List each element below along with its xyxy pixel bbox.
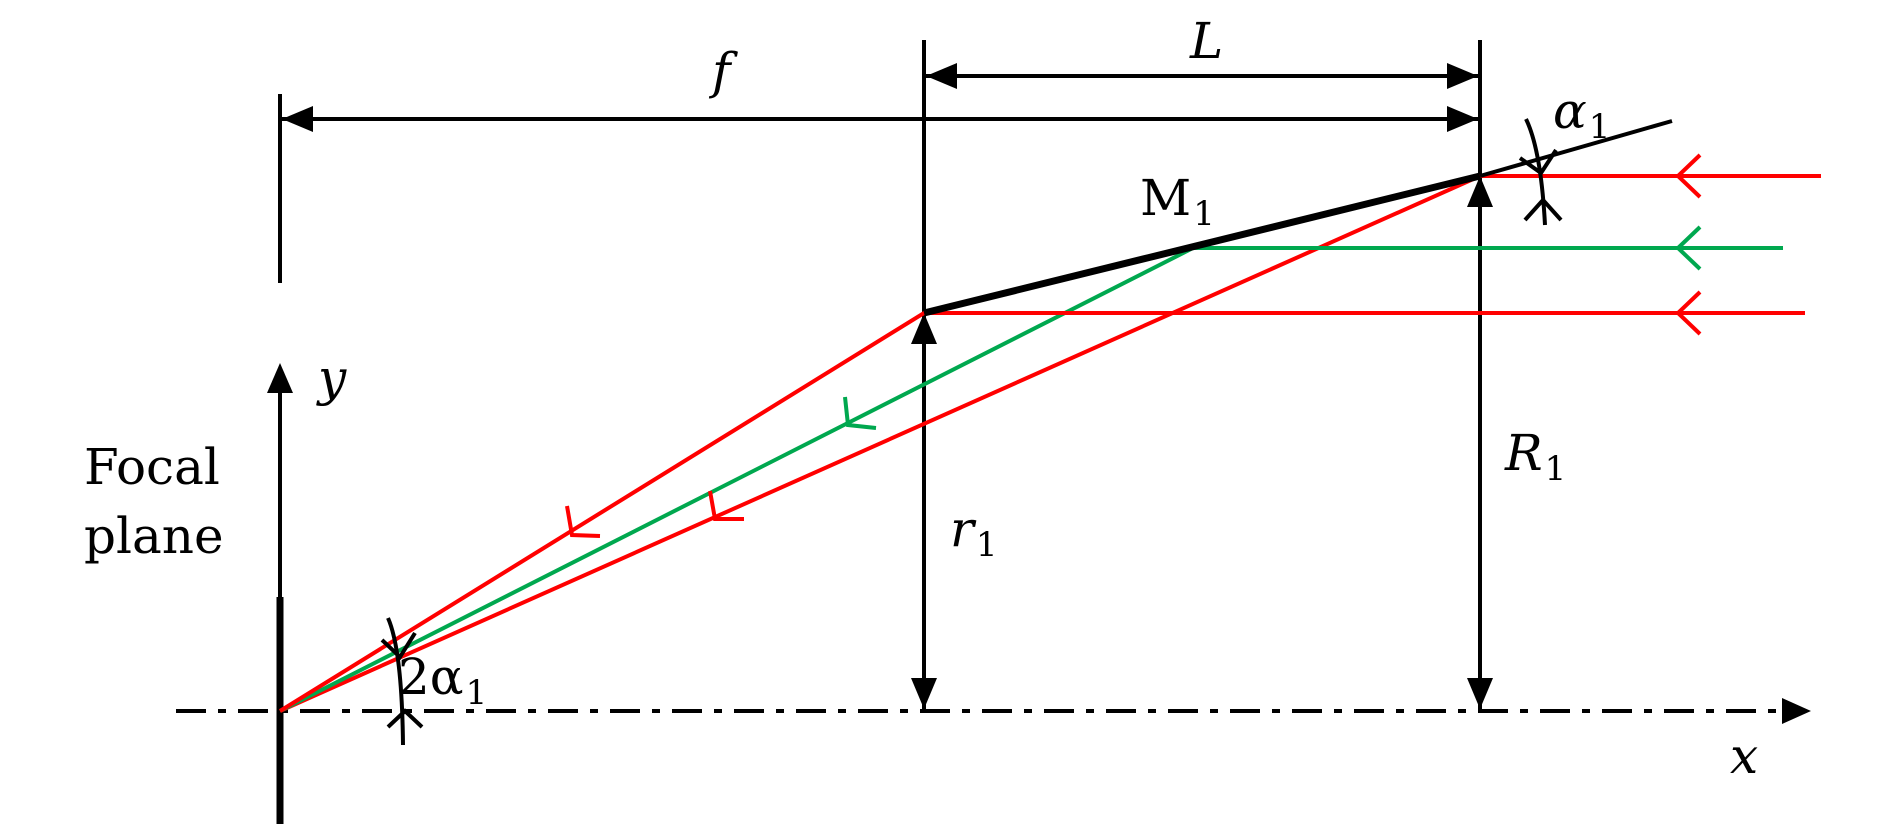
L-arrowhead-right [1447,63,1478,89]
angle-arrow-icon [1518,148,1558,176]
upper-edge-ray [279,174,1821,713]
R-subscript: 1 [1545,449,1567,489]
two-alpha-symbol: 2α [398,648,464,706]
ray-arrow-icon [843,396,877,430]
x-axis-arrowhead [1782,698,1811,724]
two-alpha-angle-arc [386,617,405,746]
alpha1-label: α1 [1553,82,1610,147]
ray-arrow-icon [565,505,601,538]
mirror-label: M1 [1140,169,1215,234]
L-arrowhead-left [926,63,957,89]
alpha-angle-arc [1524,118,1547,226]
ray-arrow-icon [708,490,744,521]
R-symbol: R [1504,424,1543,482]
y-axis-arrowhead [267,363,293,393]
R1-arrowhead-down [1467,678,1493,709]
r1-arrowhead-down [911,678,937,709]
ray-arrow-icon [1675,225,1702,271]
f-arrowhead-right [1447,106,1478,132]
alpha-symbol: α [1553,82,1587,140]
mirror-subscript: 1 [1193,194,1215,234]
mirror-surface [923,172,1481,317]
angle-arrow-icon [386,708,424,729]
r-symbol: r [950,500,977,558]
r-subscript: 1 [976,525,998,565]
angle-arrow-icon [380,631,417,661]
R1-arrowhead-up [1467,176,1493,207]
r1-arrowhead-up [911,313,937,344]
y-axis-label: y [316,349,347,407]
ray-arrow-icon [1675,153,1702,199]
R1-label: R1 [1504,424,1566,489]
ray-arrow-icon [1675,290,1702,336]
angle-arrow-icon [1523,197,1563,222]
f-label: f [708,42,738,100]
focal-plane-label-line2: plane [84,507,224,565]
mirror-symbol: M [1140,169,1191,227]
focal-plane-label-line1: Focal [84,438,220,496]
two-alpha-subscript: 1 [466,673,488,713]
mirror-extension-line [1479,119,1673,178]
alpha-subscript: 1 [1589,107,1611,147]
f-arrowhead-left [282,106,313,132]
r1-label: r1 [950,500,998,565]
x-axis-label: x [1730,727,1758,785]
two-alpha1-label: 2α1 [398,648,487,713]
L-label: L [1189,12,1223,70]
